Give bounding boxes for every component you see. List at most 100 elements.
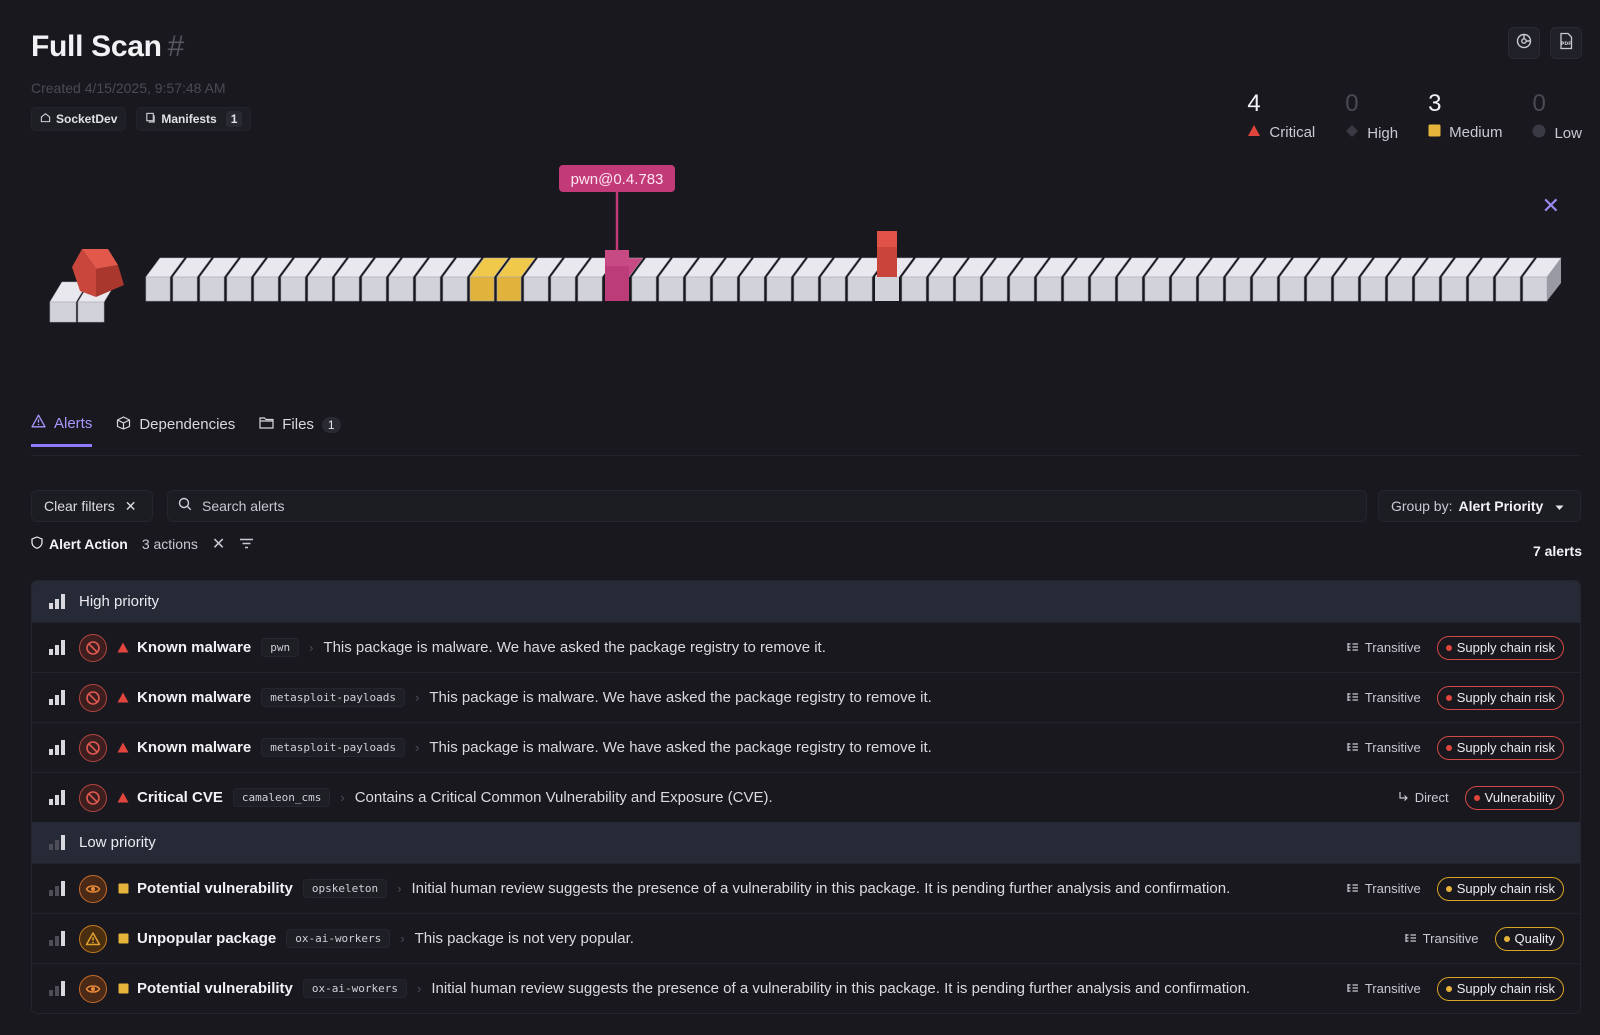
alert-category-tag[interactable]: Vulnerability: [1464, 785, 1564, 810]
package-name[interactable]: pwn: [261, 638, 300, 657]
package-cube[interactable]: [1387, 276, 1413, 302]
alert-category-tag[interactable]: Supply chain risk: [1436, 735, 1564, 760]
package-cube-top[interactable]: [82, 249, 118, 269]
package-name[interactable]: metasploit-payloads: [261, 738, 406, 757]
package-cube[interactable]: [605, 266, 629, 301]
clear-filters-button[interactable]: Clear filters ✕: [31, 490, 153, 522]
manifests-chip[interactable]: Manifests 1: [136, 107, 252, 131]
alert-row[interactable]: Critical CVE camaleon_cms › Contains a C…: [32, 772, 1580, 822]
package-cube[interactable]: [1279, 276, 1305, 302]
package-cube[interactable]: [199, 276, 225, 302]
package-cube[interactable]: [1414, 276, 1440, 302]
severity-high[interactable]: 0 High: [1345, 90, 1398, 142]
package-cube[interactable]: [739, 276, 765, 302]
package-cube[interactable]: [280, 276, 306, 302]
package-cube[interactable]: [1009, 276, 1035, 302]
package-cube[interactable]: [72, 249, 96, 297]
package-cube[interactable]: [577, 276, 603, 302]
package-cube[interactable]: [875, 277, 899, 301]
filter-lines-icon[interactable]: [239, 536, 254, 552]
alert-category-tag[interactable]: Supply chain risk: [1436, 635, 1564, 660]
alert-category-tag[interactable]: Supply chain risk: [1436, 876, 1564, 901]
tab-alerts[interactable]: Alerts: [31, 414, 93, 447]
alert-row[interactable]: Potential vulnerability opskeleton › Ini…: [32, 863, 1580, 913]
package-cube[interactable]: [550, 276, 576, 302]
tab-files[interactable]: Files 1: [259, 414, 341, 447]
severity-medium[interactable]: 3 Medium: [1428, 90, 1502, 142]
package-cube[interactable]: [766, 276, 792, 302]
package-cube[interactable]: [820, 276, 846, 302]
group-by-select[interactable]: Group by: Alert Priority: [1378, 490, 1581, 522]
package-cube[interactable]: [1360, 276, 1386, 302]
package-cube[interactable]: [1144, 276, 1170, 302]
alert-row[interactable]: Potential vulnerability ox-ai-workers › …: [32, 963, 1580, 1013]
package-cube[interactable]: [496, 276, 522, 302]
package-cube[interactable]: [1036, 276, 1062, 302]
hash-link[interactable]: #: [167, 30, 185, 63]
package-cube[interactable]: [469, 276, 495, 302]
package-cube[interactable]: [982, 276, 1008, 302]
package-cube[interactable]: [1171, 276, 1197, 302]
package-cube[interactable]: [658, 276, 684, 302]
package-cube[interactable]: [631, 276, 657, 302]
package-cube[interactable]: [928, 276, 954, 302]
package-cube[interactable]: [1306, 276, 1332, 302]
group-header[interactable]: High priority: [32, 581, 1580, 622]
package-name[interactable]: camaleon_cms: [232, 788, 331, 807]
package-cube[interactable]: [145, 276, 171, 302]
severity-critical[interactable]: 4 Critical: [1247, 90, 1315, 142]
package-cube[interactable]: [415, 276, 441, 302]
alert-row[interactable]: Known malware metasploit-payloads › This…: [32, 722, 1580, 772]
package-cube[interactable]: [307, 276, 333, 302]
package-cube[interactable]: [1468, 276, 1494, 302]
package-cube[interactable]: [685, 276, 711, 302]
package-cube[interactable]: [877, 247, 897, 277]
package-cube[interactable]: [712, 276, 738, 302]
search-input[interactable]: [202, 498, 1202, 514]
package-cube[interactable]: [1252, 276, 1278, 302]
package-visualization[interactable]: pwn@0.4.783: [0, 150, 1600, 380]
alert-action-filter[interactable]: Alert Action: [31, 536, 128, 552]
group-header[interactable]: Low priority: [32, 822, 1580, 863]
package-cube[interactable]: [1495, 276, 1521, 302]
alert-category-tag[interactable]: Quality: [1494, 926, 1564, 951]
package-cube[interactable]: [226, 276, 252, 302]
package-cube-top[interactable]: [605, 250, 629, 266]
package-cube[interactable]: [388, 276, 414, 302]
alert-category-tag[interactable]: Supply chain risk: [1436, 976, 1564, 1001]
package-name[interactable]: ox-ai-workers: [302, 979, 407, 998]
package-name[interactable]: ox-ai-workers: [286, 929, 391, 948]
close-visualization-icon[interactable]: ✕: [1541, 193, 1560, 218]
severity-low[interactable]: 0 Low: [1532, 90, 1582, 142]
package-cube[interactable]: [361, 276, 387, 302]
remove-filter-icon[interactable]: ✕: [211, 536, 226, 553]
package-cube[interactable]: [1063, 276, 1089, 302]
package-name[interactable]: metasploit-payloads: [261, 688, 406, 707]
package-cube[interactable]: [253, 276, 279, 302]
package-cube[interactable]: [793, 276, 819, 302]
package-cube[interactable]: [1198, 276, 1224, 302]
package-cube[interactable]: [77, 301, 105, 323]
package-cube[interactable]: [1333, 276, 1359, 302]
package-cube[interactable]: [901, 276, 927, 302]
package-cube[interactable]: [1441, 276, 1467, 302]
package-cube[interactable]: [955, 276, 981, 302]
package-cube-top[interactable]: [877, 231, 897, 247]
package-cube[interactable]: [847, 276, 873, 302]
package-cube[interactable]: [442, 276, 468, 302]
alert-row[interactable]: Known malware metasploit-payloads › This…: [32, 672, 1580, 722]
package-cube[interactable]: [334, 276, 360, 302]
pdf-export-button[interactable]: PDF: [1550, 27, 1582, 59]
package-cube[interactable]: [523, 276, 549, 302]
package-cube[interactable]: [1225, 276, 1251, 302]
package-cube[interactable]: [172, 276, 198, 302]
tab-dependencies[interactable]: Dependencies: [116, 414, 235, 447]
alert-row[interactable]: Known malware pwn › This package is malw…: [32, 622, 1580, 672]
alert-category-tag[interactable]: Supply chain risk: [1436, 685, 1564, 710]
alert-row[interactable]: Unpopular package ox-ai-workers › This p…: [32, 913, 1580, 963]
package-cube[interactable]: [1522, 276, 1548, 302]
package-cube[interactable]: [1117, 276, 1143, 302]
package-cube[interactable]: [1090, 276, 1116, 302]
package-cube[interactable]: [49, 301, 77, 323]
share-button[interactable]: [1508, 27, 1540, 59]
